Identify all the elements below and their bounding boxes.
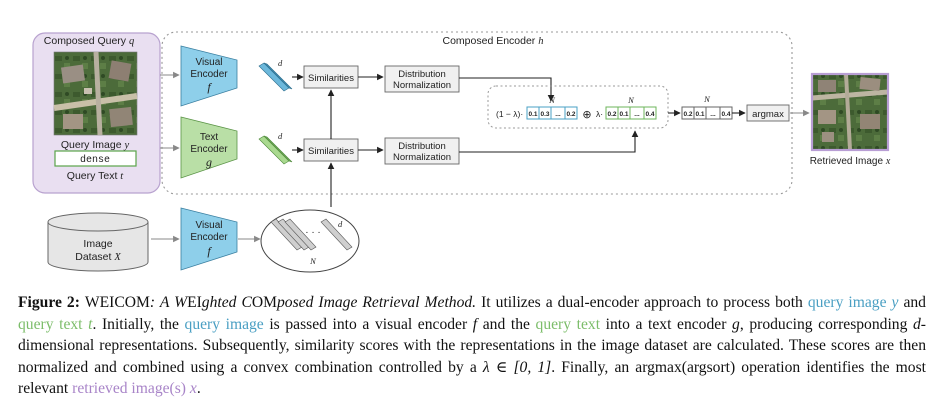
distribution-bottom-line2: Normalization xyxy=(393,152,451,163)
vector-top-v3: 0.2 xyxy=(566,111,575,118)
retrieved-image-label: Retrieved Image x xyxy=(810,156,891,167)
visual-embedding-dim: d xyxy=(278,58,283,68)
distribution-bottom-line1: Distribution xyxy=(398,141,446,152)
query-image-label: Query Image y xyxy=(61,139,130,151)
distribution-top-line1: Distribution xyxy=(398,69,446,80)
argmax-label: argmax xyxy=(752,109,784,120)
text-encoder-line2: Encoder xyxy=(190,144,228,155)
vector-combined xyxy=(681,106,733,120)
oplus-symbol: ⊕ xyxy=(582,109,591,121)
vector-bottom-v2: ... xyxy=(634,111,640,118)
combine-bottom-n: N xyxy=(627,95,635,105)
vector-combined-v0: 0.2 xyxy=(683,111,692,118)
visual-encoder-top-var: f xyxy=(207,80,212,94)
argmax-box xyxy=(746,104,790,122)
query-image xyxy=(53,51,138,136)
combined-n: N xyxy=(703,94,711,104)
text-embedding xyxy=(258,135,293,165)
visual-encoder-top-line1: Visual xyxy=(195,57,222,68)
vector-top-v0: 0.1 xyxy=(528,111,537,118)
figure-caption: Figure 2: WEICOM: A WEIghted COMposed Im… xyxy=(18,294,926,397)
query-text-value: dense xyxy=(80,154,110,166)
distribution-normalization-bottom xyxy=(384,137,460,165)
vector-bottom-v1: 0.1 xyxy=(619,111,628,118)
retrieved-image xyxy=(810,72,890,152)
vector-combined-v1: 0.1 xyxy=(695,111,704,118)
similarities-bottom-label: Similarities xyxy=(308,146,354,157)
architecture-diagram: Composed Query q Query Image y dense Que… xyxy=(32,31,891,273)
dataset-embeddings-dots: · · · xyxy=(305,227,321,238)
text-encoder xyxy=(180,116,238,179)
query-text-box xyxy=(54,150,137,167)
visual-encoder-bottom-line2: Encoder xyxy=(190,232,228,243)
dataset-embeddings-n: N xyxy=(309,256,317,266)
dataset-embeddings-d: d xyxy=(338,219,343,229)
vector-top-v2: ... xyxy=(555,111,561,118)
combine-left-prefix: (1 − λ)· xyxy=(496,109,523,119)
combination-box xyxy=(487,85,669,129)
vector-bottom-v3: 0.4 xyxy=(645,111,654,118)
text-embedding-dim: d xyxy=(278,131,283,141)
vector-top xyxy=(526,106,578,120)
distribution-top-line2: Normalization xyxy=(393,80,451,91)
vector-bottom-v0: 0.2 xyxy=(607,111,616,118)
image-dataset-line1: Image xyxy=(83,238,112,250)
image-dataset-line2: Dataset X xyxy=(75,251,121,263)
caption-query-text: query text t xyxy=(18,315,93,333)
vector-combined-v3: 0.4 xyxy=(721,111,730,118)
caption-query-image: query image y xyxy=(807,294,899,311)
visual-encoder-bottom xyxy=(180,207,238,271)
dataset-embeddings xyxy=(270,218,353,251)
caption-label: Figure 2: xyxy=(18,294,80,311)
similarities-top-label: Similarities xyxy=(308,73,354,84)
caption-title: WEICOM: A WEIghted COMposed Image Retrie… xyxy=(84,294,477,311)
combine-right-prefix: λ· xyxy=(596,109,603,119)
visual-encoder-top-line2: Encoder xyxy=(190,69,228,80)
query-text-label: Query Text t xyxy=(67,170,125,182)
text-encoder-line1: Text xyxy=(200,132,219,143)
text-encoder-var: g xyxy=(206,155,212,169)
combine-top-n: N xyxy=(548,95,556,105)
vector-top-v1: 0.3 xyxy=(540,111,549,118)
caption-retrieved: retrieved image(s) x xyxy=(72,380,197,397)
vector-bottom xyxy=(605,106,657,120)
composed-query-label: Composed Query q xyxy=(44,35,134,47)
visual-encoder-top xyxy=(180,45,238,107)
vector-combined-v2: ... xyxy=(710,111,716,118)
distribution-normalization-top xyxy=(384,65,460,93)
visual-encoder-bottom-var: f xyxy=(207,244,212,258)
visual-encoder-bottom-line1: Visual xyxy=(195,220,222,231)
image-dataset-cylinder xyxy=(47,212,149,272)
visual-embedding xyxy=(258,62,293,92)
composed-encoder-label: Composed Encoder h xyxy=(443,35,544,47)
